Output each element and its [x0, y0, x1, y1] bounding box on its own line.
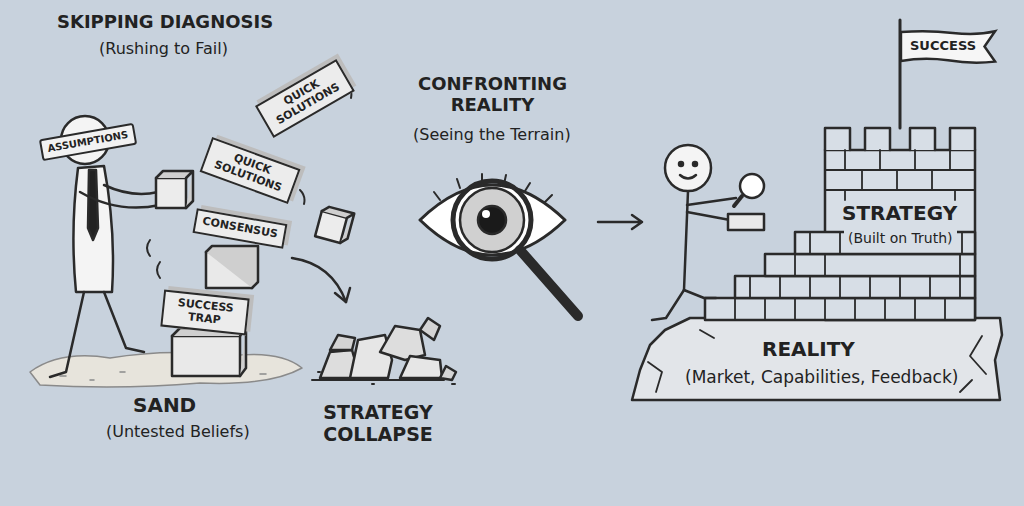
success-flag: SUCCESS — [900, 30, 996, 63]
section-subheading: (Seeing the Terrain) — [413, 126, 571, 144]
ground-sublabel: (Untested Beliefs) — [106, 423, 250, 441]
stone-block: QUICK SOLUTIONS — [199, 137, 300, 204]
ground-sublabel: (Market, Capabilities, Feedback) — [681, 368, 962, 388]
section-heading: CONFRONTING REALITY — [410, 74, 575, 115]
block-label: QUICK SOLUTIONS — [209, 145, 291, 195]
section-subheading: (Rushing to Fail) — [99, 40, 228, 58]
section-heading: SKIPPING DIAGNOSIS — [57, 12, 273, 33]
structure-label: STRATEGY — [838, 202, 961, 225]
flag-outline — [901, 31, 995, 62]
structure-sublabel: (Built on Truth) — [844, 230, 957, 246]
stone-block: SUCCESS TRAP — [160, 290, 249, 336]
block-label: QUICK SOLUTIONS — [265, 68, 345, 129]
block-label: ASSUMPTIONS — [47, 129, 129, 155]
outcome-label: STRATEGY COLLAPSE — [308, 402, 448, 446]
ground-label: REALITY — [758, 338, 859, 361]
stone-block: QUICK SOLUTIONS — [255, 59, 355, 138]
block-label: SUCCESS TRAP — [169, 296, 241, 328]
block-label: CONSENSUS — [201, 215, 278, 241]
block-label: SUCCESS — [910, 39, 976, 54]
ground-label: SAND — [133, 394, 196, 417]
stone-block: CONSENSUS — [193, 208, 288, 248]
